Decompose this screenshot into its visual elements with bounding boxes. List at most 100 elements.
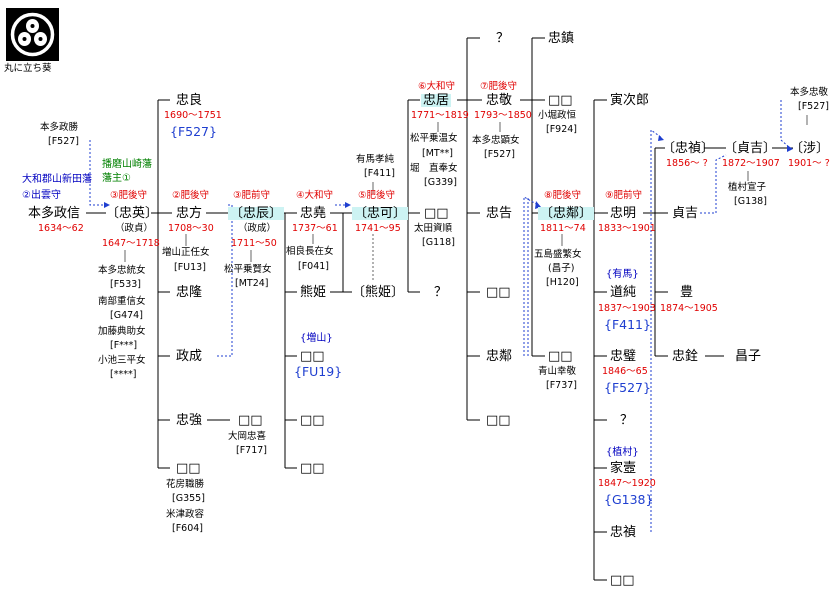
ref: {FU19} — [294, 364, 343, 379]
title-label: ⑥大和守 — [418, 81, 456, 92]
person-kumahime: 〔熊姫〕 — [352, 285, 405, 300]
person-father-ref: [F527] — [48, 136, 80, 147]
parent-ref: [F411] — [364, 168, 396, 179]
spouse-ref: [F041] — [298, 261, 330, 272]
person-tadachika: 忠鄰 — [486, 349, 513, 364]
spouse: 堀 直奉女 — [410, 163, 458, 174]
person-michizumi: 道純 — [610, 285, 637, 300]
title-label: ②肥後守 — [172, 190, 210, 201]
spouse: 加藤典助女 — [98, 326, 146, 337]
crest-caption: 丸に立ち葵 — [4, 63, 52, 74]
years: 1741～95 — [355, 223, 401, 234]
years: 1901～ ? — [788, 158, 830, 169]
person-unknown: □□ — [300, 413, 325, 428]
person-tadashizu: 忠鎮 — [548, 31, 575, 46]
years: 1847～1920 — [598, 478, 656, 489]
title-label: ④大和守 — [296, 190, 334, 201]
title-label: ⑧肥後守 — [544, 190, 582, 201]
person-tadaaki: 忠明 — [610, 206, 637, 221]
house-label: {有馬} — [606, 269, 639, 280]
spouse: 大岡忠喜 — [228, 431, 267, 442]
spouse: 本多忠統女 — [98, 265, 146, 276]
spouse-ref: [H120] — [546, 277, 579, 288]
house-label: {増山} — [300, 333, 333, 344]
ref: {F411} — [604, 317, 651, 332]
spouse-ref: [F717] — [236, 445, 268, 456]
person-tadatsugu: 忠告 — [486, 206, 513, 221]
person-masanobu: 本多政信 — [28, 206, 81, 221]
person-unknown: □□ — [610, 573, 635, 588]
spouse-ref: [G355] — [172, 493, 205, 504]
spouse-ref: [F533] — [110, 279, 142, 290]
ref: {F527} — [170, 124, 217, 139]
spouse: 植村宣子 — [728, 182, 767, 193]
spouse: 米津政容 — [166, 509, 205, 520]
person-tadasada: 〔忠禎〕 — [662, 141, 715, 156]
fief-label: 藩主① — [102, 173, 131, 184]
person-tadayoshi2: 〔忠可〕 — [352, 206, 409, 221]
spouse-ref: [G118] — [422, 237, 455, 248]
person-unknown: □□ — [548, 93, 573, 108]
years: 1874～1905 — [660, 303, 718, 314]
fief-label: 播磨山崎藩 — [102, 159, 152, 170]
spouse-ref: [MT**] — [422, 148, 453, 159]
spouse: 花房職勝 — [166, 479, 205, 490]
spouse: 本多忠顕女 — [472, 135, 520, 146]
person-sadayoshi: 〔貞吉〕 — [724, 141, 777, 156]
person-unknown: □□ — [300, 349, 325, 364]
spouse-ref: [F737] — [546, 380, 578, 391]
spouse-ref: [G474] — [110, 310, 143, 321]
years: 1833～1901 — [598, 223, 656, 234]
years-tadahide: 1647～1718 — [102, 238, 160, 249]
person-tadatoki: 〔忠辰〕 — [228, 206, 285, 221]
title-label: ⑤肥後守 — [358, 190, 396, 201]
person-tadasue: 忠居 — [421, 93, 452, 108]
person-unknown: □□ — [424, 206, 449, 221]
years: 1711～50 — [231, 238, 277, 249]
years: 1737～61 — [292, 223, 338, 234]
ref: {F527} — [604, 380, 651, 395]
alt-name: （政成） — [238, 223, 277, 234]
spouse-ref: [****] — [110, 369, 137, 380]
adoption-arrows — [104, 135, 793, 209]
spouse: 太田資順 — [414, 223, 453, 234]
title-label: ②出雲守 — [22, 190, 61, 201]
spouse: 青山幸敬 — [538, 366, 577, 377]
person-unknown: □□ — [486, 413, 511, 428]
title-label: ③肥前守 — [233, 190, 271, 201]
person-father: 本多政勝 — [40, 122, 79, 133]
spouse-ref: [G138] — [734, 196, 767, 207]
title-label: ③肥後守 — [110, 190, 148, 201]
person-masako: 昌子 — [735, 349, 762, 364]
person-kumahime: 熊姫 — [300, 285, 327, 300]
spouse-alt: (昌子) — [548, 263, 575, 274]
person-unknown: ？ — [620, 413, 634, 428]
spouse-ref: [F924] — [546, 124, 578, 135]
person-unknown: □□ — [238, 413, 263, 428]
years: 1846～65 — [602, 366, 648, 377]
years: 1837～1903 — [598, 303, 656, 314]
spouse-ref: [F527] — [484, 149, 516, 160]
spouse-ref: [F604] — [172, 523, 204, 534]
spouse: 小池三平女 — [98, 355, 146, 366]
spouse: 小堀政恒 — [538, 110, 577, 121]
years: 1690～1751 — [164, 110, 222, 121]
years: 1708～30 — [168, 223, 214, 234]
person-tadamori: 忠銓 — [672, 349, 699, 364]
spouse-ref: [G339] — [424, 177, 457, 188]
tree-lines — [86, 37, 808, 581]
maru-ni-tachiaoi-crest-icon — [6, 8, 59, 61]
person-ietsugu: 家壼 — [610, 461, 637, 476]
person-tadakabe: 忠璧 — [610, 349, 637, 364]
person-yutaka: 豊 — [680, 285, 694, 300]
spouse-ref: [F***] — [110, 340, 138, 351]
person-tadachika: 〔忠鄰〕 — [538, 206, 595, 221]
spouse-ref: [FU13] — [174, 262, 206, 273]
title-label: ⑦肥後守 — [480, 81, 518, 92]
adoption-lines — [89, 100, 791, 532]
person-unknown: ？ — [496, 31, 510, 46]
house-label: {植村} — [606, 447, 639, 458]
spouse: 五島盛繁女 — [534, 249, 582, 260]
spouse: 増山正任女 — [162, 247, 210, 258]
